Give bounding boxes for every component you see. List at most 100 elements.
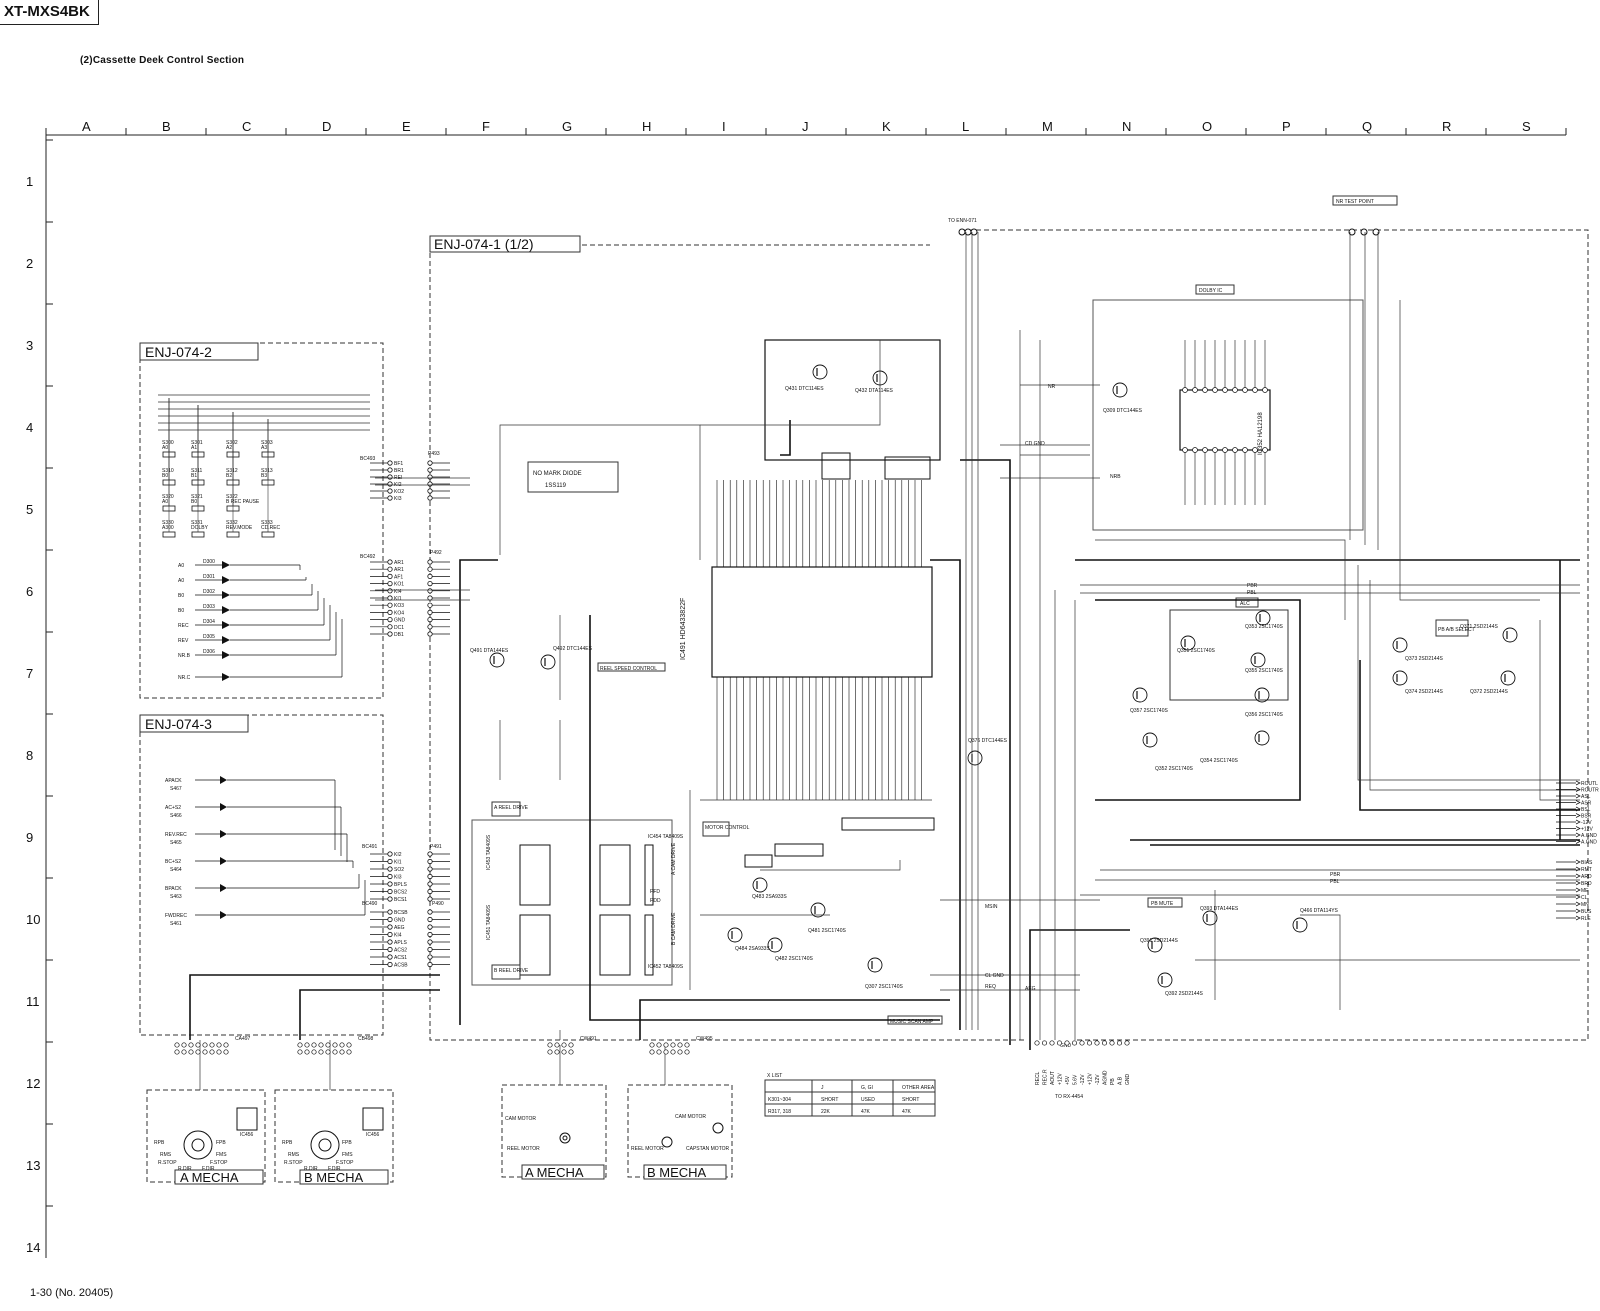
bottom-connector-pin (1124, 1040, 1130, 1046)
connector-pin (387, 916, 393, 923)
transistor-icon (967, 750, 983, 766)
q483-label: Q483 2SA933S (752, 894, 787, 900)
wire-thick (1029, 929, 1130, 1050)
q357-label: Q357 2SC1740S (1130, 708, 1168, 714)
board2-switch-ref: S301 (191, 440, 203, 446)
board2-switch (162, 531, 176, 538)
wire-thin (1399, 300, 1540, 601)
a-mecha-fstop: F.STOP (210, 1160, 228, 1166)
grid-row-label: 8 (26, 748, 33, 763)
diode-icon (220, 857, 227, 865)
board2-switch-name: B1 (191, 473, 197, 479)
mecha-connector-pin (181, 1049, 187, 1055)
connector-pin-label: BCSB (394, 910, 408, 916)
connector-pin (387, 488, 393, 494)
connector-pin (427, 624, 433, 630)
board3-switch-ref: S464 (170, 867, 182, 873)
board2-switch-name: A3 (261, 445, 267, 451)
x-list-cell: K301~304 (768, 1097, 791, 1103)
board2-switch-name: REV.MODE (226, 525, 253, 531)
connector-pin (387, 939, 393, 945)
enn-connector (958, 228, 978, 236)
connector-pin (387, 467, 393, 473)
connector-pin-label: KO3 (394, 603, 404, 609)
connector-pin (427, 602, 433, 608)
connector-pin (427, 881, 433, 887)
output-label: BRD (1581, 881, 1592, 887)
ic352-body (1179, 389, 1271, 451)
grid-col-label: S (1522, 119, 1531, 134)
board2-led-column: A0D300A0D301B0D302B0D303RECD304REVD305NR… (178, 559, 343, 681)
transistor-icon (1255, 610, 1271, 626)
board2-switch-name: B3 (261, 473, 267, 479)
board2-switch-name: CD.REC (261, 525, 281, 531)
connector-pin (427, 495, 433, 501)
mecha-connector-pin (174, 1049, 180, 1055)
connector-pin-label: KO2 (394, 489, 404, 495)
ic352-label: IC352 HA12198 (1258, 412, 1264, 455)
grid-row-label: 14 (26, 1240, 40, 1255)
connector-pin-label: KI4 (394, 589, 402, 595)
mecha-connector-pin (325, 1042, 331, 1048)
bottom-connector-label: GND (1125, 1074, 1131, 1086)
connector-pin-label: KO4 (394, 610, 404, 616)
a-mecha-rdir: R.DIR (178, 1166, 192, 1172)
signal-label: NRB (1110, 474, 1121, 480)
led-icon (222, 621, 230, 629)
q376-label: Q376 DTC144ES (968, 738, 1008, 744)
x-list-cell: USED (861, 1097, 875, 1103)
grid-col-label: C (242, 119, 251, 134)
output-arrow-icon (1575, 887, 1581, 893)
transistor-icon (1254, 687, 1270, 703)
connector-pin-label: KO1 (394, 582, 404, 588)
wire-thick (930, 559, 961, 1030)
ic352-pin (1232, 387, 1238, 393)
connector-pin (387, 481, 393, 487)
connector-p491-label: P491 (430, 844, 442, 850)
transistor-icon (767, 937, 783, 953)
connector-pin-label: KI3 (394, 496, 402, 502)
output-arrow-icon (1575, 901, 1581, 907)
connector-pin (387, 595, 393, 601)
connector-pin (427, 559, 433, 565)
mecha-connector-pin (216, 1042, 222, 1048)
signal-label: GND (1060, 1043, 1072, 1049)
a-mecha-fpb: FPB (216, 1140, 226, 1146)
output-label: ME (1581, 888, 1589, 894)
b-mecha-rpb: RPB (282, 1140, 293, 1146)
a-mecha-cam-motor: CAM MOTOR (505, 1116, 536, 1122)
b-reel-drive-box (491, 964, 521, 980)
board2-switch-name: A1 (191, 445, 197, 451)
mecha-connector-pin (209, 1042, 215, 1048)
mecha-connector-pin (209, 1049, 215, 1055)
bottom-connector-pin (1079, 1040, 1085, 1046)
transistor-icon (540, 654, 556, 670)
connector-pin (387, 460, 393, 466)
board2-switch-name: B0 (191, 499, 197, 505)
connector-pin-label: KI3 (394, 875, 402, 881)
board2-led-label: REV (178, 638, 189, 644)
transistor-icon (867, 957, 883, 973)
led-icon (222, 561, 230, 569)
grid-col-label: R (1442, 119, 1451, 134)
connector-p492-label: P492 (430, 550, 442, 556)
b-mecha-reel-motor: REEL MOTOR (631, 1146, 664, 1152)
mecha-connector-pin (311, 1042, 317, 1048)
connector-pin (387, 573, 393, 580)
connector-pin (427, 481, 433, 487)
q371-label: Q371 2SD2144S (1460, 624, 1498, 630)
board3-switch-ref: S465 (170, 840, 182, 846)
connector-pin (387, 946, 393, 953)
transistor-icon (810, 902, 826, 918)
connector-bc493-label: BC493 (360, 456, 376, 462)
output-label: BIAS (1581, 860, 1593, 866)
bottom-connector-pin (1116, 1040, 1123, 1046)
q482-label: Q482 2SC1740S (775, 956, 813, 962)
output-label: -12V (1581, 820, 1592, 826)
board2-switch-ref: S321 (191, 494, 203, 500)
mecha-connector-pin (304, 1049, 310, 1055)
pb-mute-label: PB MUTE (1151, 901, 1174, 907)
output-arrow-icon (1575, 813, 1581, 818)
output-arrow-icon (1575, 873, 1581, 879)
